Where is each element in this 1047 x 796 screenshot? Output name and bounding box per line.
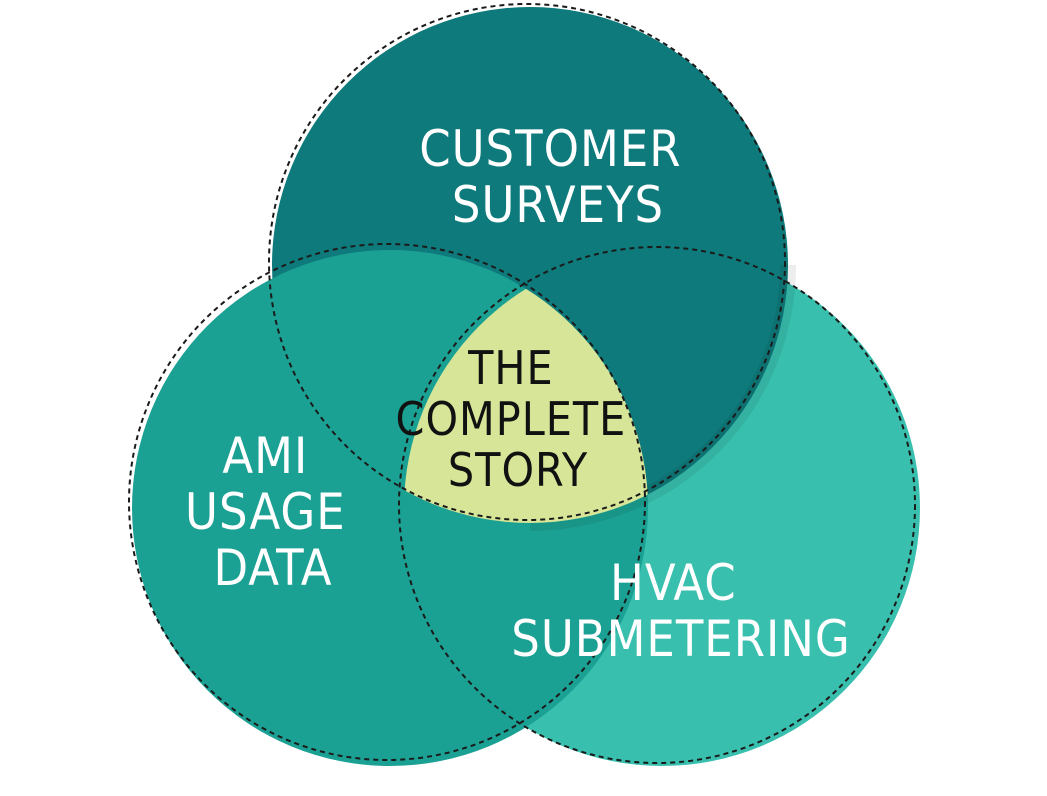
complete-story-region [404, 250, 648, 523]
complete-story-label: THE COMPLETE STORY [396, 341, 641, 497]
customer-surveys-label: CUSTOMER SURVEYS [419, 120, 697, 234]
customer-surveys-outline [268, 3, 786, 521]
customer-surveys-line-2: SURVEYS [452, 176, 664, 234]
complete-story-line-1: THE [467, 341, 554, 395]
hvac-submetering-outline [398, 246, 916, 764]
hvac-submetering-line-1: HVAC [610, 554, 737, 612]
complete-story-line-3: STORY [448, 443, 588, 497]
ami-usage-data-label: AMI USAGE DATA [185, 427, 361, 597]
ami-usage-data-line-1: AMI [222, 427, 308, 485]
hvac-submetering-line-2: SUBMETERING [511, 610, 851, 668]
ami-usage-data-outline [128, 243, 646, 761]
ami-usage-data-line-2: USAGE [185, 483, 346, 541]
complete-story-line-2: COMPLETE [396, 392, 627, 446]
ami-usage-data-line-3: DATA [214, 539, 333, 597]
hvac-submetering-label: HVAC SUBMETERING [511, 554, 851, 668]
customer-surveys-line-1: CUSTOMER [419, 120, 681, 178]
